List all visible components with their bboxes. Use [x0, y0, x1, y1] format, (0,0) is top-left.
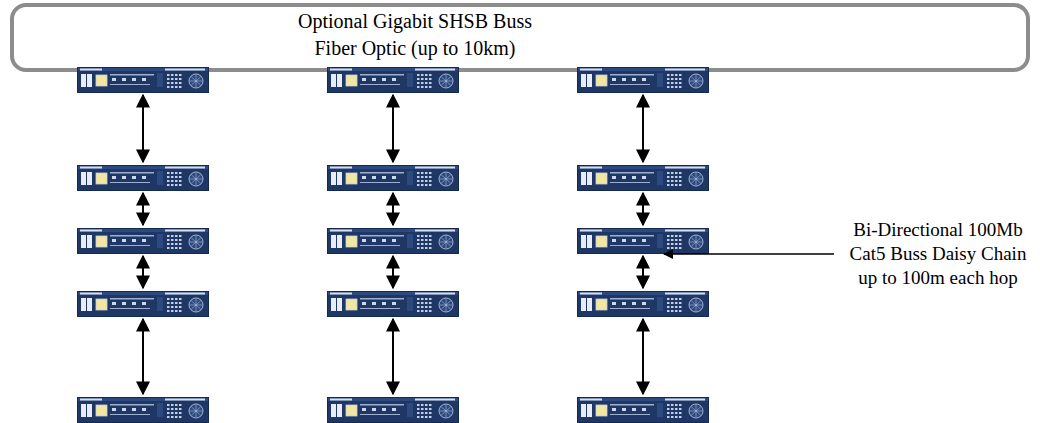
- buss-text-group: Optional Gigabit SHSB BussFiber Optic (u…: [298, 8, 532, 62]
- cat5-link-arrow: [142, 256, 144, 288]
- edge-server-unit: [327, 291, 459, 317]
- cat5-link-arrow: [392, 193, 394, 225]
- edge-server-unit: [327, 397, 459, 423]
- cat5-link-arrow: [642, 95, 644, 162]
- cat5-link-arrow: [392, 95, 394, 162]
- edge-server-unit: [77, 291, 209, 317]
- cat5-link-arrow: [642, 256, 644, 288]
- edge-server-unit: [327, 67, 459, 93]
- fiber-buss-ring: Optional Gigabit SHSB BussFiber Optic (u…: [10, 3, 1030, 70]
- edge-server-unit: [77, 228, 209, 254]
- edge-server-unit: [577, 67, 709, 93]
- cat5-link-arrow: [642, 193, 644, 225]
- cat5-link-arrow: [392, 319, 394, 394]
- edge-server-unit: [77, 165, 209, 191]
- cat5-link-arrow: [642, 319, 644, 394]
- buss-title: Optional Gigabit SHSB Buss: [298, 8, 532, 35]
- edge-server-unit: [77, 67, 209, 93]
- buss-subtitle: Fiber Optic (up to 10km): [298, 35, 532, 62]
- edge-server-unit: [77, 397, 209, 423]
- cat5-link-arrow: [142, 319, 144, 394]
- cat5-link-arrow: [142, 193, 144, 225]
- edge-server-unit: [577, 228, 709, 254]
- edge-server-unit: [577, 291, 709, 317]
- cat5-link-arrow: [142, 95, 144, 162]
- edge-server-unit: [577, 397, 709, 423]
- cat5-link-arrow: [392, 256, 394, 288]
- edge-server-unit: [327, 165, 459, 191]
- edge-server-unit: [577, 165, 709, 191]
- link-note: Bi-Directional 100Mb Cat5 Buss Daisy Cha…: [842, 218, 1034, 290]
- edge-server-unit: [327, 228, 459, 254]
- leader-arrow: [664, 253, 834, 255]
